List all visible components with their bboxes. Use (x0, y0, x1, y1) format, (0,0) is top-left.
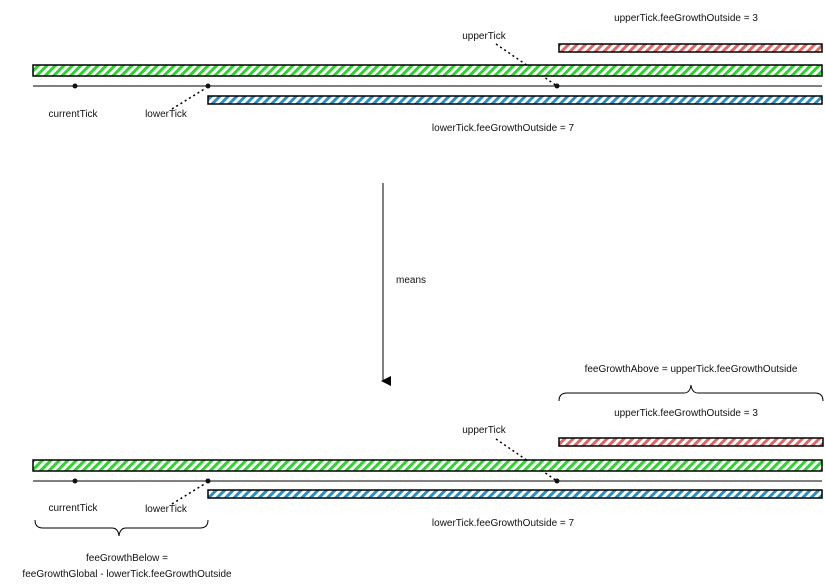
bottom-lower-tick-point (205, 478, 211, 484)
bottom-upper-tick-leader (495, 438, 558, 482)
means-arrow: means (381, 183, 426, 386)
bottom-upper-outside-label: upperTick.feeGrowthOutside = 3 (614, 408, 758, 419)
bottom-upper-tick-label: upperTick (462, 425, 507, 436)
bottom-current-tick-point (72, 478, 78, 484)
top-lower-outside-bar (207, 95, 823, 105)
bottom-current-tick-label: currentTick (48, 503, 98, 514)
bottom-lower-outside-label: lowerTick.feeGrowthOutside = 7 (432, 518, 575, 529)
top-current-tick-point (72, 83, 78, 89)
fee-growth-below-line1: feeGrowthBelow = (86, 553, 168, 564)
top-lower-tick-point (205, 83, 211, 89)
top-fee-growth-global-bar (32, 64, 823, 77)
bottom-panel: feeGrowthAbove = upperTick.feeGrowthOuts… (22, 364, 824, 580)
top-lower-tick-label: lowerTick (145, 109, 188, 120)
bottom-lower-tick-label: lowerTick (145, 504, 188, 515)
top-upper-outside-label: upperTick.feeGrowthOutside = 3 (614, 13, 758, 24)
bottom-lower-tick-leader (171, 482, 207, 505)
bottom-fee-growth-global-bar (32, 459, 823, 472)
bottom-upper-tick-point (554, 478, 560, 484)
top-current-tick-label: currentTick (48, 109, 98, 120)
top-panel: upperTick.feeGrowthOutside = 3 upperTick… (32, 13, 823, 134)
top-upper-tick-point (554, 83, 560, 89)
bottom-upper-outside-bar (558, 437, 824, 447)
top-lower-tick-leader (171, 87, 207, 110)
top-lower-outside-label: lowerTick.feeGrowthOutside = 7 (432, 123, 575, 134)
top-upper-outside-bar (558, 43, 823, 53)
fee-growth-below-brace (34, 519, 209, 537)
fee-growth-below-line2: feeGrowthGlobal - lowerTick.feeGrowthOut… (22, 569, 232, 580)
means-label: means (396, 275, 426, 286)
top-upper-tick-label: upperTick (462, 31, 507, 42)
top-upper-tick-leader (495, 43, 558, 87)
bottom-lower-outside-bar (207, 489, 823, 499)
fee-growth-above-label: feeGrowthAbove = upperTick.feeGrowthOuts… (585, 364, 798, 375)
fee-growth-above-brace (558, 384, 824, 402)
